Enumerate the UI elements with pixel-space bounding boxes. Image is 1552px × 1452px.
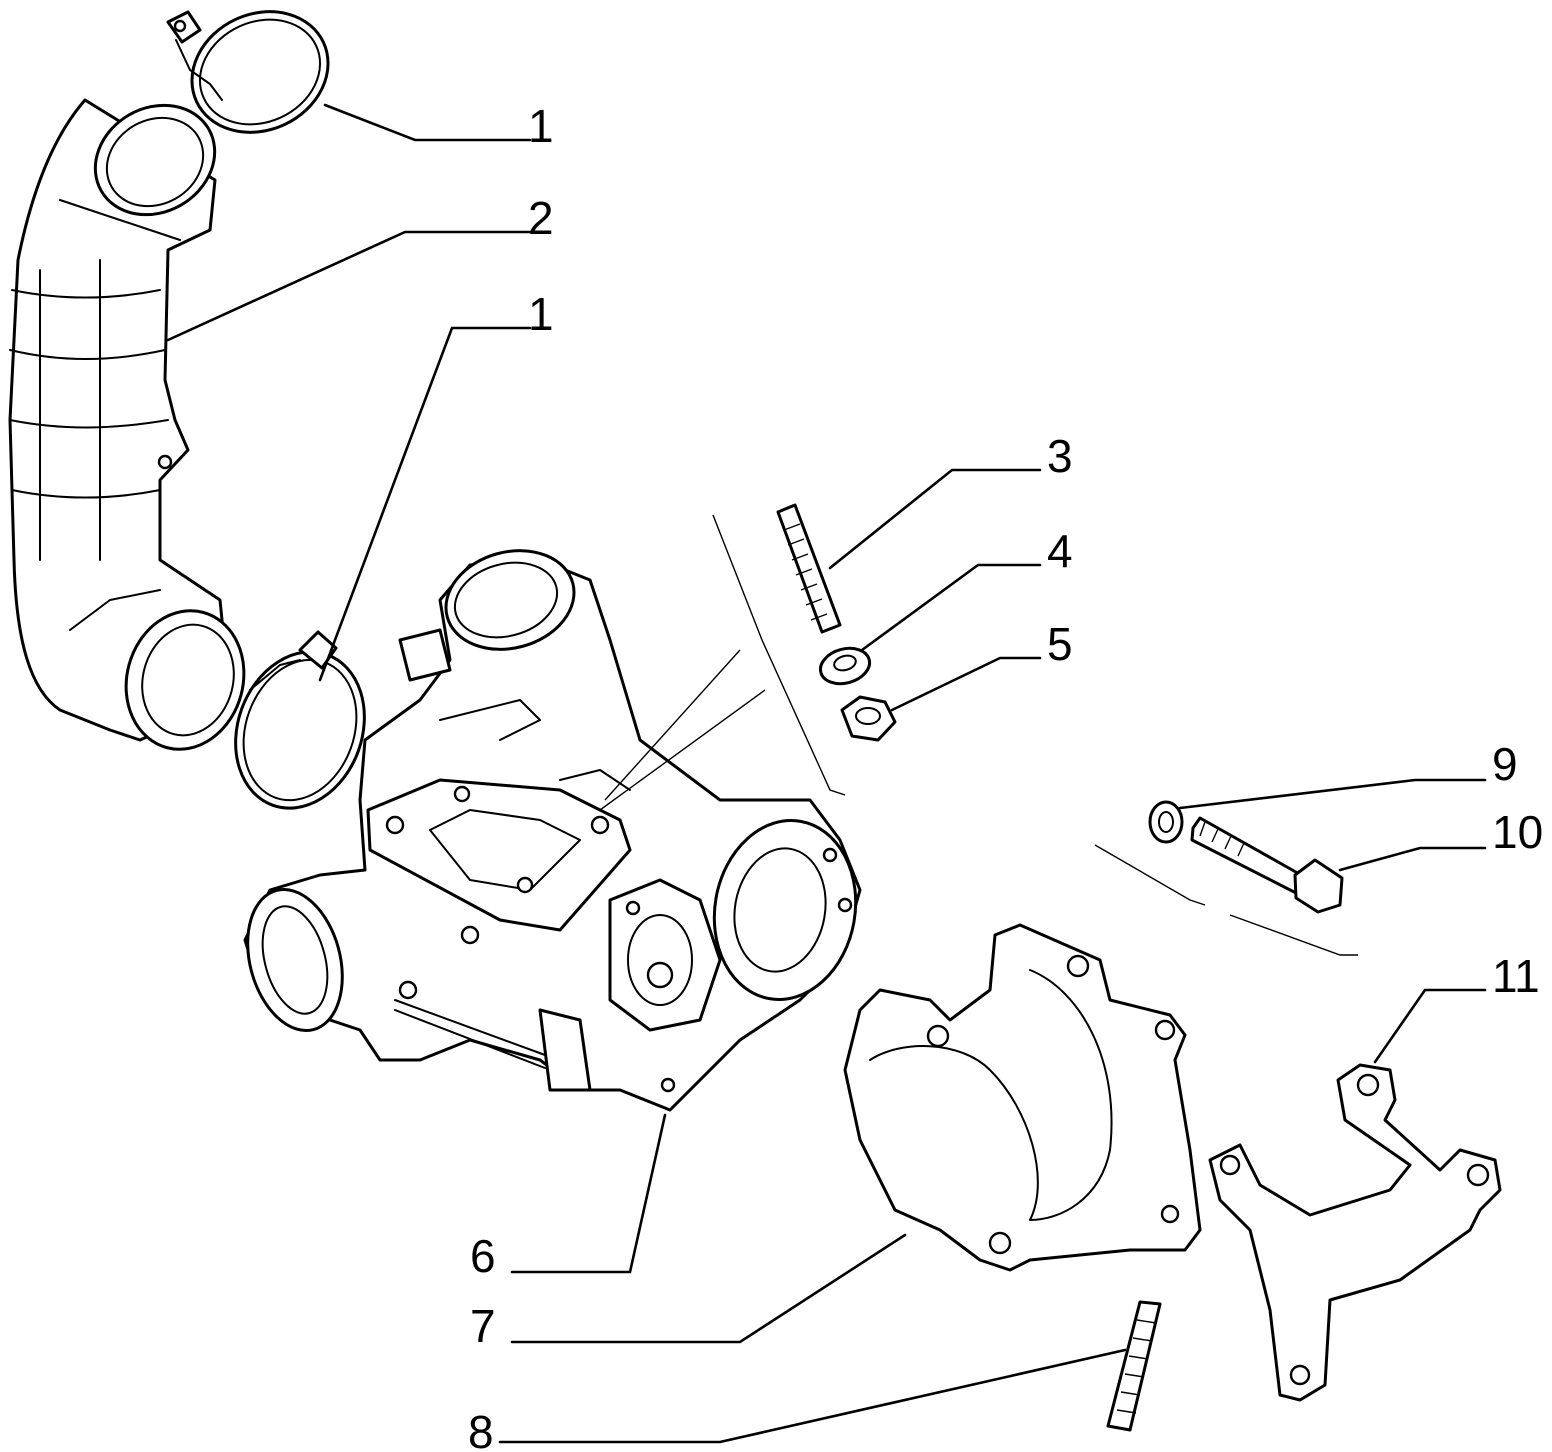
washer-9 bbox=[1148, 800, 1184, 844]
leader-lines bbox=[166, 103, 1487, 1444]
callout-6: 6 bbox=[470, 1230, 496, 1282]
hose-clamp-lower bbox=[234, 630, 366, 810]
stud-3 bbox=[776, 503, 842, 634]
stud-8 bbox=[1106, 1300, 1162, 1432]
callout-labels: 1 2 1 3 4 5 9 10 11 6 7 8 bbox=[468, 100, 1543, 1452]
callout-11: 11 bbox=[1492, 950, 1540, 1002]
gasket-7 bbox=[843, 923, 1202, 1272]
callout-3: 3 bbox=[1047, 430, 1073, 482]
callout-7: 7 bbox=[470, 1300, 496, 1352]
bolt-10 bbox=[1190, 816, 1344, 914]
washer-4 bbox=[818, 646, 872, 686]
callout-1-lower: 1 bbox=[528, 288, 554, 340]
callout-10: 10 bbox=[1492, 806, 1543, 858]
guide-lines bbox=[599, 514, 1358, 956]
callout-9: 9 bbox=[1492, 738, 1518, 790]
bracket-11 bbox=[1208, 1063, 1502, 1402]
callout-4: 4 bbox=[1047, 525, 1073, 577]
callout-1-upper: 1 bbox=[528, 100, 554, 152]
hose-clamp-upper bbox=[166, 10, 330, 134]
callout-8: 8 bbox=[468, 1406, 494, 1452]
callout-2: 2 bbox=[528, 192, 554, 244]
nut-5 bbox=[840, 695, 897, 742]
intake-hose bbox=[8, 98, 246, 751]
callout-5: 5 bbox=[1047, 618, 1073, 670]
turbocharger bbox=[243, 549, 862, 1112]
